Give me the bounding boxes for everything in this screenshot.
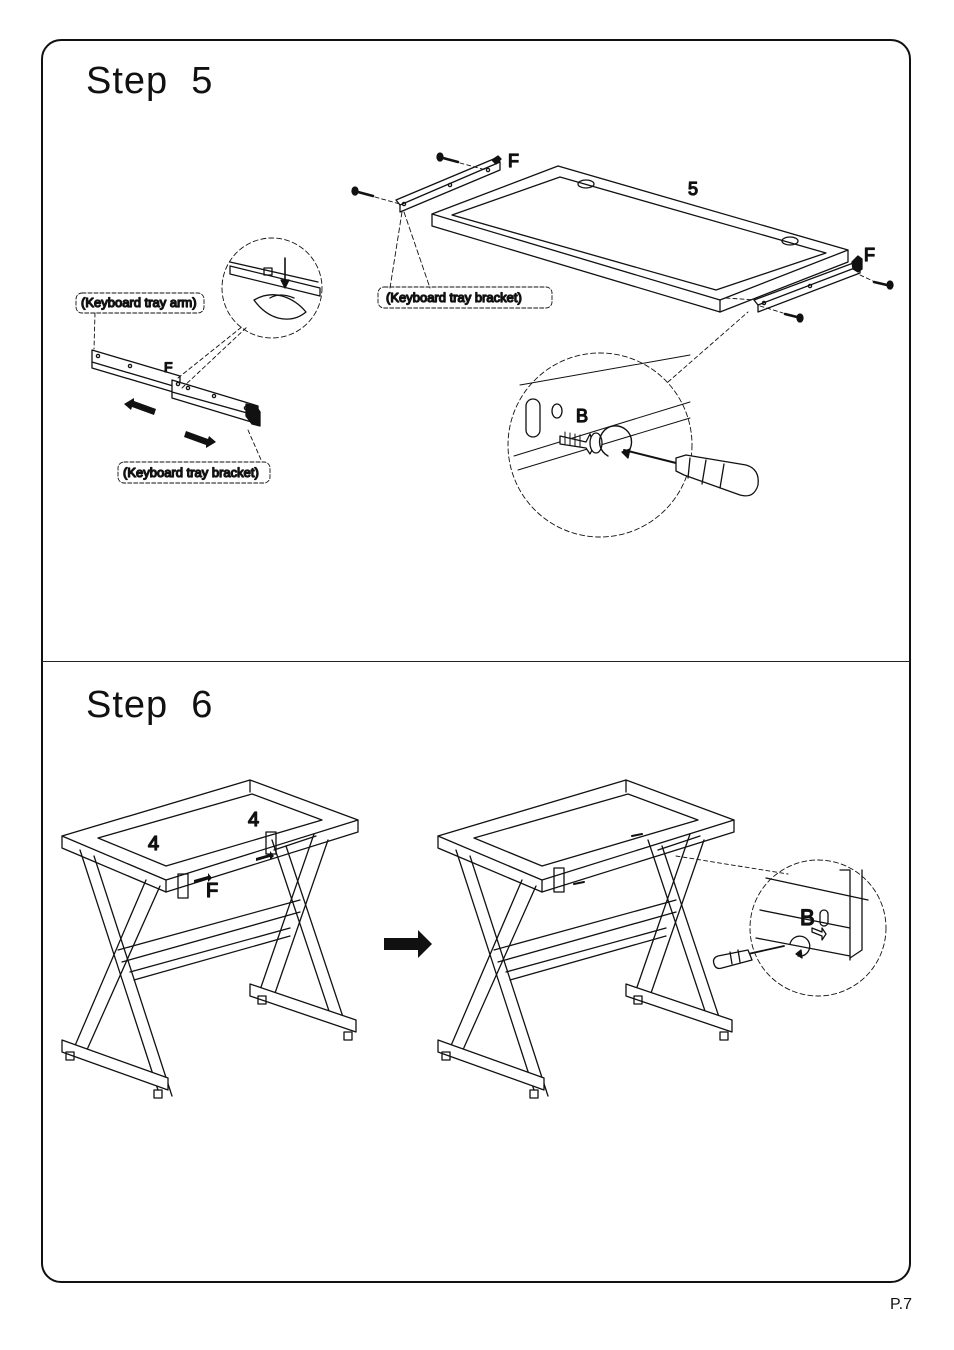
keyboard-tray-rail bbox=[92, 313, 262, 462]
label-part-4-right: 4 bbox=[248, 809, 259, 831]
label-part-f-right: F bbox=[864, 245, 875, 265]
release-detail-callout bbox=[222, 238, 322, 338]
arrow-left-icon bbox=[124, 398, 156, 415]
label-tray-bracket-top: (Keyboard tray bracket) bbox=[386, 290, 522, 305]
label-tray-bracket-bottom: (Keyboard tray bracket) bbox=[123, 465, 259, 480]
label-part-5: 5 bbox=[688, 179, 698, 199]
label-screw-b-step6: B bbox=[800, 905, 815, 930]
desk-frame-after bbox=[438, 780, 788, 1098]
label-tray-arm: (Keyboard tray arm) bbox=[81, 295, 197, 310]
label-part-4-left: 4 bbox=[148, 833, 159, 855]
label-screw-b: B bbox=[576, 406, 588, 426]
next-step-arrow-icon bbox=[384, 930, 432, 958]
screw-detail-callout bbox=[508, 312, 758, 537]
label-part-f: F bbox=[206, 880, 218, 902]
arrow-right-icon bbox=[184, 431, 216, 448]
label-part-f-rail: F bbox=[164, 359, 173, 375]
step5-illustration: F 5 F (Keyboard tray bracket) (Keyboard … bbox=[76, 151, 893, 537]
step6-illustration: 4 4 F B bbox=[62, 780, 886, 1098]
label-part-f-top: F bbox=[508, 151, 519, 171]
desk-frame-before bbox=[62, 780, 358, 1098]
